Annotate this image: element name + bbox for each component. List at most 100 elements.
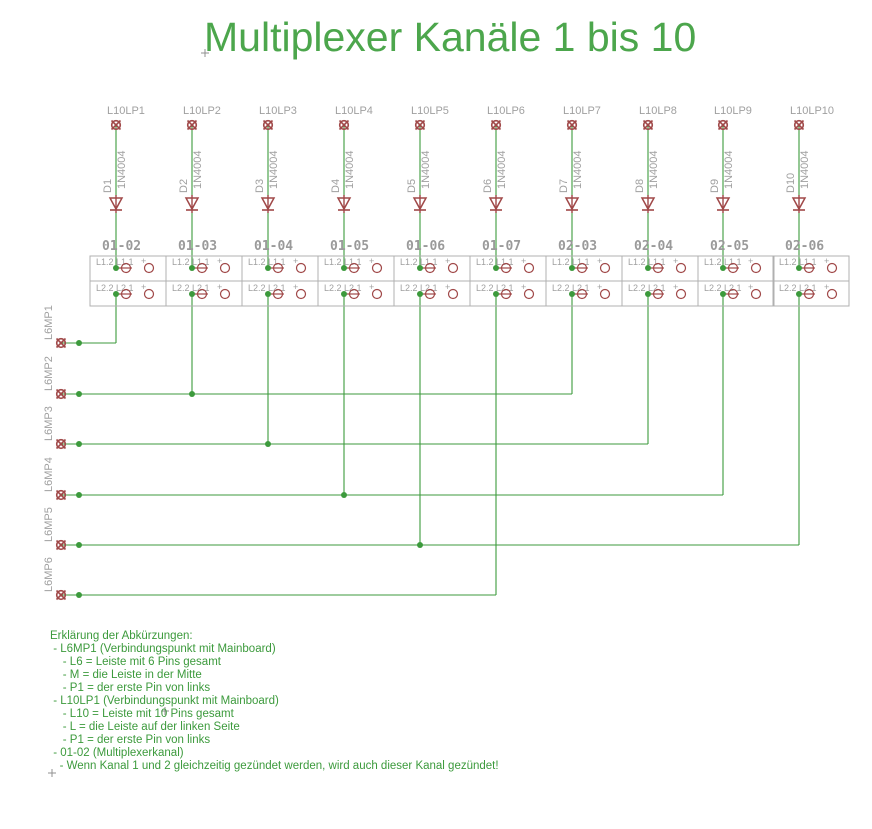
legend-line: - L6MP1 (Verbindungspunkt mit Mainboard) — [50, 643, 276, 655]
polarity-mark: + — [748, 282, 753, 292]
junction-dot — [645, 265, 651, 271]
polarity-mark: + — [597, 256, 602, 266]
relay-pin-label: L1.2 — [704, 257, 722, 267]
polarity-mark: + — [673, 256, 678, 266]
diode-value: 1N4004 — [344, 150, 356, 189]
channel-label: 01-05 — [330, 239, 369, 254]
relay-pin-label: L2.2 — [704, 283, 722, 293]
legend-line: - L6 = Leiste mit 6 Pins gesamt — [50, 656, 221, 668]
legend-line: - Wenn Kanal 1 und 2 gleichzeitig gezünd… — [50, 760, 499, 772]
top-connector-label: L10LP9 — [714, 105, 752, 117]
relay-pin-label: L2.1 — [496, 283, 514, 293]
relay-pin-label: L2.2 — [248, 283, 266, 293]
top-connector-pad — [262, 119, 274, 131]
relay-pin-label: L2.1 — [724, 283, 742, 293]
polarity-mark: + — [293, 256, 298, 266]
polarity-mark: + — [445, 282, 450, 292]
relay-pin-label: L2.2 — [172, 283, 190, 293]
top-connector-label: L10LP10 — [790, 105, 834, 117]
channel-label: 01-03 — [178, 239, 217, 254]
junction-dot — [76, 542, 82, 548]
diode-symbol — [336, 195, 352, 213]
top-connector-pad — [414, 119, 426, 131]
relay-pin-label: L1.2 — [172, 257, 190, 267]
polarity-mark: + — [521, 256, 526, 266]
polarity-mark: + — [369, 256, 374, 266]
polarity-mark: + — [824, 256, 829, 266]
relay-pin-label: L1.1 — [496, 257, 514, 267]
junction-dot — [265, 265, 271, 271]
junction-dot — [720, 265, 726, 271]
channel-label: 01-07 — [482, 239, 521, 254]
junction-dot — [265, 441, 271, 447]
polarity-mark: + — [521, 282, 526, 292]
diode-value: 1N4004 — [799, 150, 811, 189]
junction-dot — [417, 265, 423, 271]
top-connector-pad — [490, 119, 502, 131]
origin-marks — [48, 49, 209, 777]
legend-line: - M = die Leiste in der Mitte — [50, 669, 202, 681]
left-connector-label: L6MP4 — [43, 457, 55, 492]
diode-symbol — [564, 195, 580, 213]
diode-value: 1N4004 — [648, 150, 660, 189]
relay-pin-label: L1.2 — [628, 257, 646, 267]
junction-dot — [569, 265, 575, 271]
relay-pin-label: L1.2 — [324, 257, 342, 267]
legend-line: - P1 = der erste Pin von links — [50, 682, 211, 694]
left-connector-pad — [55, 388, 67, 400]
junction-dot — [189, 391, 195, 397]
relay-pin-label: L1.1 — [420, 257, 438, 267]
top-connector-pad — [717, 119, 729, 131]
diode-value: 1N4004 — [420, 150, 432, 189]
diode-value: 1N4004 — [116, 150, 128, 189]
top-connector-label: L10LP8 — [639, 105, 677, 117]
left-connector-pad — [55, 489, 67, 501]
diagram-title: Multiplexer Kanäle 1 bis 10 — [204, 14, 697, 60]
polarity-mark: + — [369, 282, 374, 292]
left-connector-pad — [55, 589, 67, 601]
diode-name: D6 — [482, 179, 494, 193]
diode-value: 1N4004 — [572, 150, 584, 189]
polarity-mark: + — [217, 282, 222, 292]
diode-name: D2 — [178, 179, 190, 193]
junction-dot — [76, 492, 82, 498]
left-connector-pad — [55, 337, 67, 349]
diode-name: D8 — [634, 179, 646, 193]
channel-label: 02-06 — [785, 239, 824, 254]
diode-name: D9 — [709, 179, 721, 193]
left-connector-label: L6MP1 — [43, 305, 55, 340]
wire-layer — [61, 125, 805, 598]
top-connector-pad — [642, 119, 654, 131]
relay-pin-label: L2.2 — [552, 283, 570, 293]
legend-line: - P1 = der erste Pin von links — [50, 734, 211, 746]
top-connector-label: L10LP2 — [183, 105, 221, 117]
junction-dot — [189, 265, 195, 271]
left-connector-pad — [55, 438, 67, 450]
polarity-mark: + — [141, 282, 146, 292]
legend-line: - L10LP1 (Verbindungspunkt mit Mainboard… — [50, 695, 279, 707]
polarity-mark: + — [445, 256, 450, 266]
relay-pin-label: L1.1 — [572, 257, 590, 267]
junction-dot — [76, 340, 82, 346]
channel-label: 01-02 — [102, 239, 141, 254]
left-connector-label: L6MP6 — [43, 557, 55, 592]
diode-symbol — [715, 195, 731, 213]
abbreviation-legend: Erklärung der Abkürzungen: - L6MP1 (Verb… — [50, 630, 499, 773]
relay-pin-label: L1.1 — [268, 257, 286, 267]
channel-label: 01-06 — [406, 239, 445, 254]
legend-line: - 01-02 (Multiplexerkanal) — [50, 747, 184, 759]
top-connector-label: L10LP3 — [259, 105, 297, 117]
relay-pin-label: L1.1 — [724, 257, 742, 267]
top-connector-label: L10LP5 — [411, 105, 449, 117]
diode-name: D3 — [254, 179, 266, 193]
diode-symbol — [260, 195, 276, 213]
diode-name: D5 — [406, 179, 418, 193]
junction-dot — [76, 441, 82, 447]
relay-pin-label: L2.1 — [268, 283, 286, 293]
